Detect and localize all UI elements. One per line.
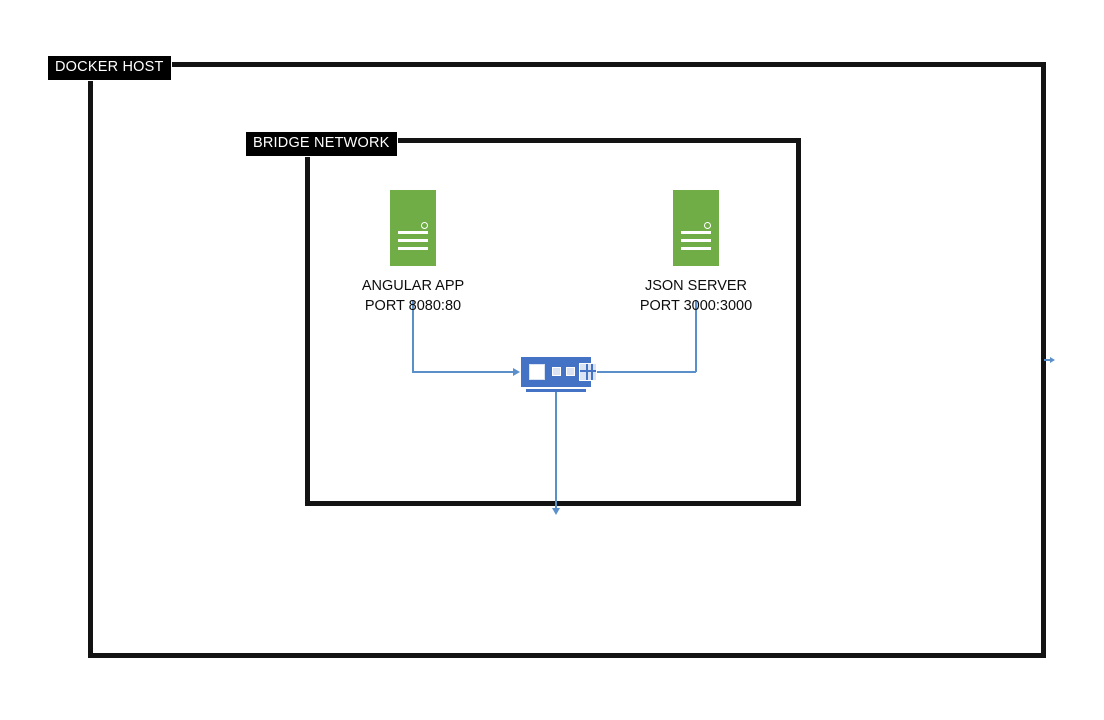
network-switch-base — [526, 389, 586, 392]
node-angular-app-port: PORT 8080:80 — [364, 298, 462, 314]
switch-port-grid-icon — [579, 363, 597, 381]
node-angular-app[interactable]: ANGULAR APP PORT 8080:80 — [328, 190, 498, 316]
switch-uplink-port-icon — [529, 364, 545, 380]
server-icon — [390, 190, 436, 266]
server-led-icon — [704, 222, 711, 229]
docker-host-boundary — [88, 62, 1046, 658]
server-icon — [673, 190, 719, 266]
connector-angular-vertical — [412, 300, 414, 372]
connector-json-horizontal — [591, 371, 696, 373]
bridge-network-label: BRIDGE NETWORK — [245, 131, 398, 157]
switch-led-port-2-icon — [566, 367, 575, 376]
connector-angular-horizontal — [412, 371, 516, 373]
node-angular-app-caption: ANGULAR APP PORT 8080:80 — [328, 276, 498, 316]
arrow-downlink-icon — [551, 508, 560, 515]
server-bars-icon — [681, 231, 711, 250]
server-bars-icon — [398, 231, 428, 250]
arrow-into-switch-icon — [513, 367, 520, 376]
node-json-server-port: PORT 3000:3000 — [639, 298, 753, 314]
connector-switch-downlink — [555, 390, 557, 510]
node-angular-app-name: ANGULAR APP — [361, 278, 465, 294]
edge-arrow-marker-icon — [1044, 357, 1055, 363]
node-json-server[interactable]: JSON SERVER PORT 3000:3000 — [611, 190, 781, 316]
node-json-server-name: JSON SERVER — [644, 278, 748, 294]
server-led-icon — [421, 222, 428, 229]
connector-json-vertical — [695, 300, 697, 372]
docker-host-label: DOCKER HOST — [47, 55, 172, 81]
node-json-server-caption: JSON SERVER PORT 3000:3000 — [611, 276, 781, 316]
bridge-network-boundary — [305, 138, 801, 506]
network-switch-icon[interactable] — [521, 357, 597, 387]
switch-led-port-1-icon — [552, 367, 561, 376]
